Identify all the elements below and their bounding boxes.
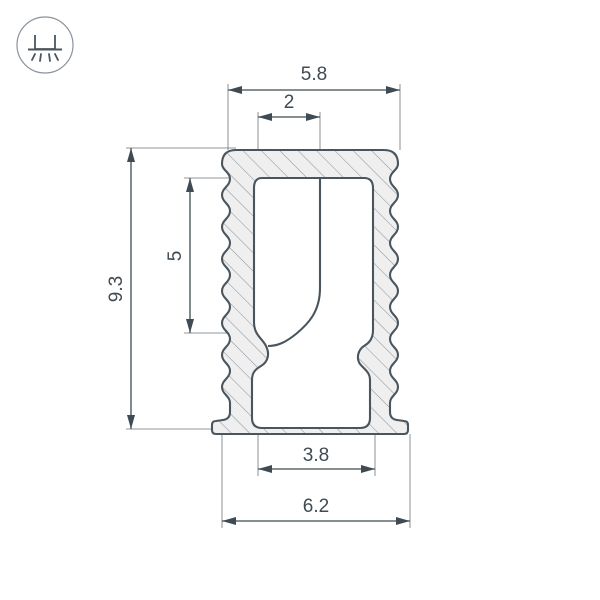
dimension-label-6-2: 6.2 [303, 496, 329, 517]
profile-inner-rib [267, 178, 322, 348]
extension-lines [126, 84, 411, 528]
light-rays-icon [31, 53, 59, 62]
dimension-2 [258, 113, 320, 121]
dimension-label-3-8: 3.8 [303, 445, 329, 466]
dimension-5-8 [228, 86, 400, 94]
dimension-3-8 [258, 465, 375, 473]
badge-circle [16, 16, 74, 74]
dimension-5 [186, 178, 194, 333]
profile-body [210, 148, 410, 436]
dimension-9-3 [127, 148, 135, 429]
dimension-label-5-8: 5.8 [301, 64, 327, 85]
profile-outer-outline [210, 148, 410, 436]
dimension-label-9-3: 9.3 [106, 276, 127, 302]
lamp-housing-icon [34, 35, 56, 50]
dimension-label-2: 2 [284, 92, 295, 113]
dimension-6-2 [222, 517, 410, 525]
dimension-lines [127, 86, 410, 525]
dimension-label-5: 5 [165, 251, 186, 262]
luminaire-icon [16, 16, 74, 74]
profile-inner-cavity [250, 176, 375, 430]
